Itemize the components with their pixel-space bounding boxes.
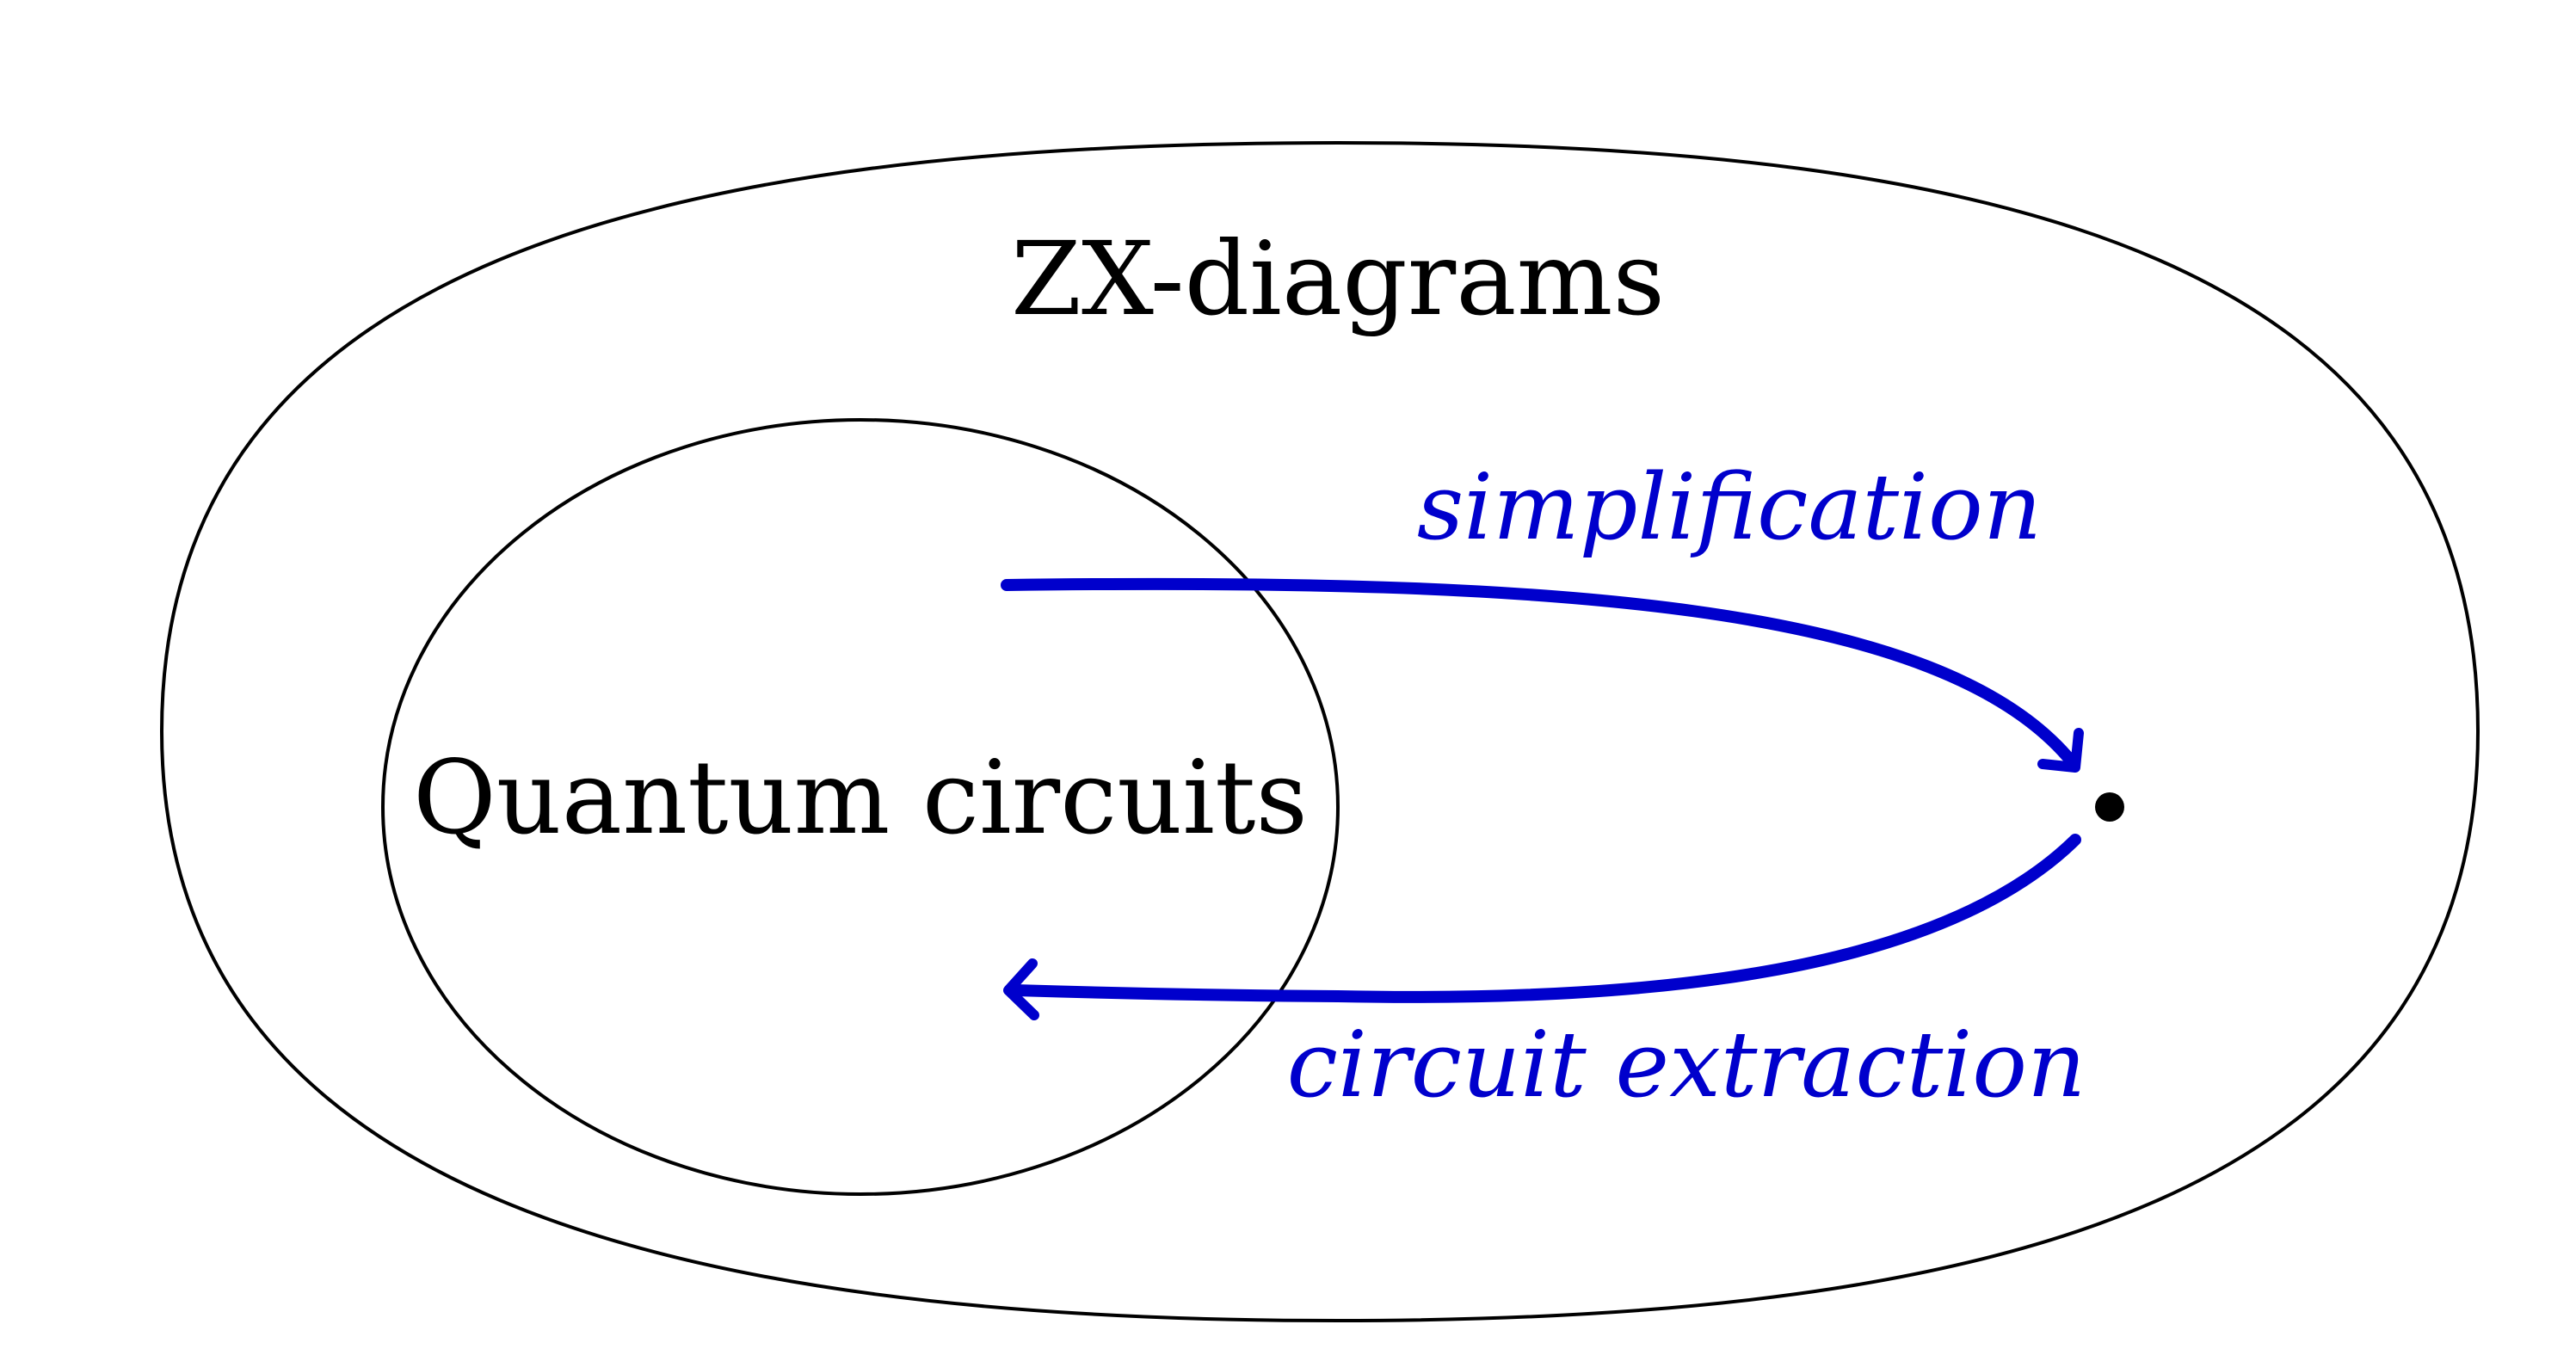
simplification-label: simplification (1417, 454, 2042, 560)
circuit-extraction-arrow (1009, 834, 2081, 1003)
quantum-circuits-region (381, 418, 1340, 1196)
zx-diagrams-label: ZX-diagrams (1011, 219, 1665, 338)
simplification-arrow (1001, 577, 2080, 770)
quantum-circuits-label: Quantum circuits (413, 738, 1308, 857)
simplification-arrowhead (2037, 728, 2084, 773)
circuit-extraction-label: circuit extraction (1287, 1012, 2086, 1118)
circuit-extraction-arrowhead (1003, 958, 1039, 1020)
normal-form-dot (2095, 792, 2124, 822)
zx-diagrams-region (159, 140, 2480, 1323)
